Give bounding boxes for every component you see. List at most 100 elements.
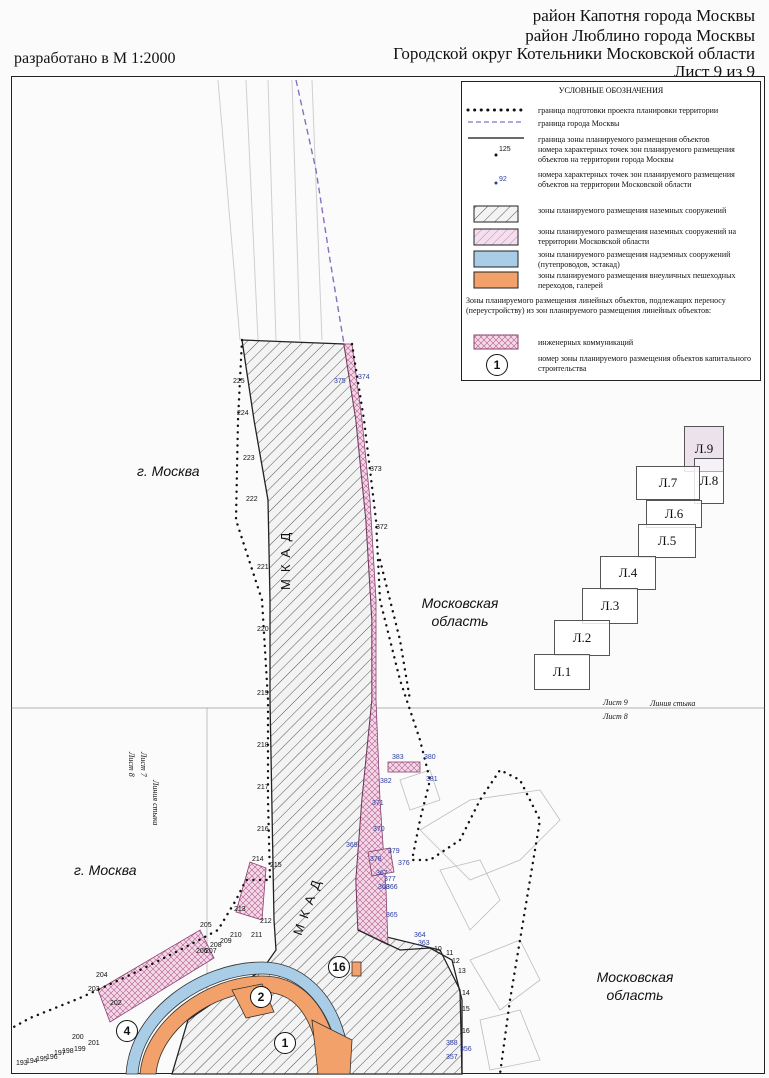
point-label: 208 xyxy=(210,942,222,949)
violet-hatch-icon xyxy=(473,228,519,246)
point-label: 373 xyxy=(370,466,382,473)
point-label: 356 xyxy=(460,1046,472,1053)
point-label: 197 xyxy=(54,1050,66,1057)
zone-number-1: 1 xyxy=(274,1032,296,1054)
road-edges xyxy=(217,79,323,341)
point-label: 365 xyxy=(386,912,398,919)
header-district-3: Городской округ Котельники Московской об… xyxy=(393,44,755,63)
stitch-sheet8: Лист 8 xyxy=(603,712,628,721)
planned-zone-mkad xyxy=(171,339,463,1075)
purple-dashed-line-icon xyxy=(468,121,524,123)
point-label: 12 xyxy=(452,958,460,965)
point-label: 193 xyxy=(16,1060,28,1067)
legend-point-sample: 125 xyxy=(499,146,511,153)
key-sheet-7[interactable]: Л.7 xyxy=(636,466,700,500)
header-district-2: район Люблино города Москвы xyxy=(525,26,755,45)
point-label: 202 xyxy=(110,1000,122,1007)
place-moscow-lower: г. Москва xyxy=(74,862,137,878)
point-label: 372 xyxy=(376,524,388,531)
stitch-sheet9: Лист 9 xyxy=(603,698,628,707)
point-label: 11 xyxy=(446,950,454,957)
zone-boundary-right xyxy=(357,929,463,1074)
point-label: 210 xyxy=(230,932,242,939)
place-moscow-region-lower: Московская область xyxy=(596,969,674,1003)
point-label: 225 xyxy=(233,378,245,385)
legend-text: номер зоны планируемого размещения объек… xyxy=(538,354,752,373)
point-label: 374 xyxy=(358,374,370,381)
stitch-sheet7-vertical: Лист 7 xyxy=(139,752,148,777)
solid-line-icon xyxy=(468,137,524,139)
point-label: 16 xyxy=(462,1028,470,1035)
point-label: 381 xyxy=(426,776,438,783)
point-label: 213 xyxy=(234,906,246,913)
grey-hatch-icon xyxy=(473,205,519,223)
legend-text: зоны планируемого размещения наземных со… xyxy=(538,206,727,215)
pedestrian-gallery-block-right xyxy=(311,1019,353,1075)
legend-text: номера характерных точек зон планируемог… xyxy=(538,170,735,189)
legend-text: зоны планируемого размещения наземных со… xyxy=(538,227,737,246)
key-sheet-4[interactable]: Л.4 xyxy=(600,556,656,590)
point-label: 222 xyxy=(246,496,258,503)
point-label: 367 xyxy=(376,870,388,877)
point-label: 199 xyxy=(74,1046,86,1053)
key-sheet-2[interactable]: Л.2 xyxy=(554,620,610,656)
key-sheet-3[interactable]: Л.3 xyxy=(582,588,638,624)
zone-number-4: 4 xyxy=(116,1020,138,1042)
legend-point-sample: 92 xyxy=(499,176,507,183)
point-label: 219 xyxy=(257,690,269,697)
legend-text: граница подготовки проекта планировки те… xyxy=(538,106,719,115)
orange-fill-icon xyxy=(473,271,519,289)
point-label: 206 xyxy=(196,948,208,955)
point-label: 368 xyxy=(378,884,390,891)
legend-linear-heading: Зоны планируемого размещения линейных об… xyxy=(466,296,726,315)
engineering-utilities-strip-left xyxy=(235,861,267,921)
project-boundary-dots xyxy=(10,338,542,1076)
point-label: 363 xyxy=(418,940,430,947)
point-marker-icon xyxy=(494,153,498,157)
point-label: 375 xyxy=(334,378,346,385)
point-label: 382 xyxy=(380,778,392,785)
engineering-utilities-strip-lower-left xyxy=(97,929,215,1023)
point-label: 211 xyxy=(251,932,263,939)
stitch-line-vertical-label: Линия стыка xyxy=(151,780,160,826)
scale-note: разработано в М 1:2000 xyxy=(14,50,176,67)
point-label: 221 xyxy=(257,564,269,571)
legend-text: зоны планируемого размещения внеуличных … xyxy=(538,271,736,290)
zone-16-block xyxy=(351,961,362,977)
point-label: 209 xyxy=(220,938,232,945)
road-label-mkad-upper: МКАД xyxy=(278,525,293,590)
point-label: 217 xyxy=(257,784,269,791)
point-label: 201 xyxy=(88,1040,100,1047)
key-sheet-5[interactable]: Л.5 xyxy=(638,524,696,558)
point-label: 200 xyxy=(72,1034,84,1041)
blue-fill-icon xyxy=(473,250,519,268)
point-marker-blue-icon xyxy=(494,181,498,185)
legend-text: зоны планируемого размещения надземных с… xyxy=(538,250,731,269)
point-label: 212 xyxy=(260,918,272,925)
point-label: 380 xyxy=(424,754,436,761)
point-label: 203 xyxy=(88,986,100,993)
point-label: 196 xyxy=(46,1054,58,1061)
zone-number-16: 16 xyxy=(328,956,350,978)
point-label: 195 xyxy=(36,1056,48,1063)
cross-hatch-icon xyxy=(473,334,519,350)
background-buildings xyxy=(399,769,561,1071)
point-label: 15 xyxy=(462,1006,470,1013)
point-label: 218 xyxy=(257,742,269,749)
key-sheet-1[interactable]: Л.1 xyxy=(534,654,590,690)
stitch-sheet8-vertical: Лист 8 xyxy=(127,752,136,777)
point-label: 376 xyxy=(398,860,410,867)
key-sheet-8[interactable]: Л.8 xyxy=(694,458,724,504)
point-label: 198 xyxy=(62,1048,74,1055)
zone-number-sample-icon: 1 xyxy=(486,354,508,376)
point-label: 379 xyxy=(388,848,400,855)
point-label: 205 xyxy=(200,922,212,929)
point-label: 357 xyxy=(446,1054,458,1061)
point-label: 224 xyxy=(237,410,249,417)
place-moscow-region-upper: Московская область xyxy=(421,595,499,629)
stitch-line-label: Линия стыка xyxy=(650,699,696,708)
point-label: 366 xyxy=(386,884,398,891)
point-label: 14 xyxy=(462,990,470,997)
point-label: 10 xyxy=(434,946,442,953)
